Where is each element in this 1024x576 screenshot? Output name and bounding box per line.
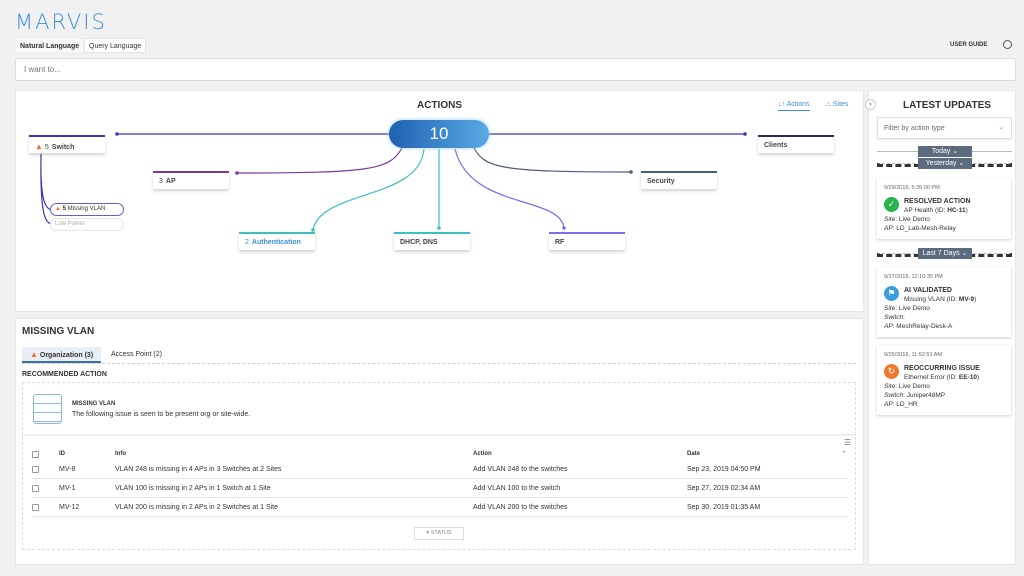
table-row[interactable]: MV-1 VLAN 100 is missing in 2 APs in 1 S… [32,479,848,498]
issue-description: The following issue is seen to be presen… [72,411,251,418]
node-rf[interactable]: RF [549,232,625,250]
marvis-logo: MARVIS [15,10,107,34]
reoccurring-issue-icon: ↻ [884,364,899,379]
row-checkbox[interactable] [32,466,39,473]
sort-up-icon[interactable]: ⌃ [841,451,847,458]
warning-icon: ▲ [35,142,43,151]
subnode-missing-vlan[interactable]: ▲ 5 Missing VLAN [50,203,124,216]
detail-title: MISSING VLAN [22,326,95,337]
column-settings-icon[interactable]: ☰ [844,438,852,447]
link-ap [236,147,403,174]
subnode-low-power[interactable]: Low Power [50,218,124,231]
group-today[interactable]: Today ⌄ [918,146,972,157]
divider [22,434,856,436]
link-switch-children [40,153,53,225]
latest-updates-title: LATEST UPDATES [903,100,991,111]
issue-title: MISSING VLAN [72,401,116,407]
clock-icon[interactable] [1003,40,1012,49]
group-last-7-days[interactable]: Last 7 Days ⌄ [918,248,972,259]
row-checkbox[interactable] [32,504,39,511]
chevron-down-icon: ⌄ [998,124,1004,131]
actions-title: ACTIONS [417,100,462,111]
user-guide-link[interactable]: USER GUIDE [950,42,988,48]
server-icon [33,394,62,424]
tab-natural-language[interactable]: Natural Language [15,38,85,53]
actions-total-pill[interactable]: 10 [389,120,489,148]
filter-action-type-select[interactable]: Filter by action type⌄ [877,117,1012,139]
table-row[interactable]: MV-12 VLAN 200 is missing in 2 APs in 2 … [32,498,848,517]
link-auth [312,148,425,231]
collapse-chevron-icon[interactable]: › [865,99,876,110]
warning-icon: ▲ [55,206,61,212]
row-checkbox[interactable] [32,485,39,492]
tab-access-point[interactable]: Access Point (2) [111,351,162,358]
sites-icon: ⛬ [826,101,833,108]
node-clients[interactable]: Clients [758,135,834,153]
sites-view-toggle[interactable]: ⛬ Sites [826,101,849,108]
link-security [473,147,632,173]
query-input[interactable] [15,58,1016,81]
warning-icon: ▲ [30,350,38,359]
section-label: RECOMMENDED ACTION [22,371,107,378]
recommended-action-box [22,382,856,550]
node-dhcp-dns[interactable]: DHCP, DNS [394,232,470,250]
select-all-checkbox[interactable] [32,451,39,458]
tab-organization[interactable]: ▲ Organization (3) [22,347,102,363]
actions-graph-links [40,132,747,232]
ai-validated-icon: ⚑ [884,286,899,301]
tab-query-language[interactable]: Query Language [84,38,147,53]
check-circle-icon: ✓ [884,197,899,212]
actions-icon: ↓↑ [778,101,787,108]
actions-view-toggle[interactable]: ↓↑ Actions [778,101,810,111]
table-row[interactable]: MV-8 VLAN 248 is missing in 4 APs in 3 S… [32,460,848,479]
status-button[interactable]: ▾ STATUS [414,527,464,540]
update-card[interactable]: 9/25/2019, 11:52:51 AM ↻REOCCURRING ISSU… [877,345,1011,415]
divider [22,363,856,364]
table-header: ID Info Action Date [32,445,848,464]
link-rf [454,148,565,229]
node-security[interactable]: Security [641,171,717,189]
group-yesterday[interactable]: Yesterday ⌄ [918,158,972,169]
